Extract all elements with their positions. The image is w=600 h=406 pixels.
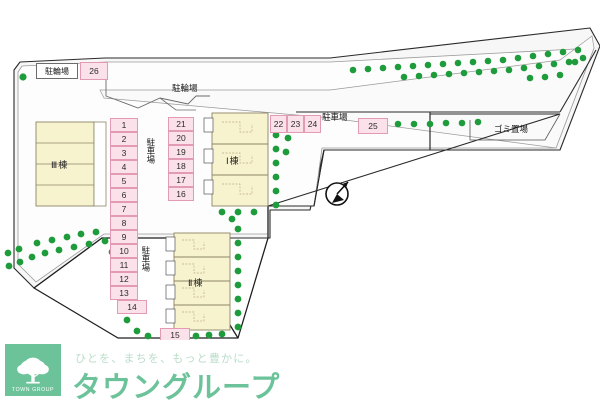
mid-path-edge2 [159,97,196,111]
parking-stall-23[interactable]: 23 [287,115,304,133]
parking-stall-12[interactable]: 12 [110,272,138,286]
parking-stall-19[interactable]: 19 [168,145,194,159]
building-label-II: Ⅱ棟 [188,277,204,288]
parking-stall-18[interactable]: 18 [168,159,194,173]
town-group-logo: TOWN GROUP [5,344,61,396]
parking-stall-7[interactable]: 7 [110,202,138,216]
parking-stall-16[interactable]: 16 [168,187,194,201]
parking-stall-10[interactable]: 10 [110,244,138,258]
parking-stall-5[interactable]: 5 [110,174,138,188]
brand-name: タウングループ [72,370,281,404]
parking-stall-2[interactable]: 2 [110,132,138,146]
parking-label-north: 駐車場 [322,112,348,122]
parking-stall-15[interactable]: 15 [160,328,190,340]
parking-stall-8[interactable]: 8 [110,216,138,230]
footer-branding: TOWN GROUP ひとを、まちを、もっと豊かに。 タウングループ [0,340,600,404]
tagline: ひとを、まちを、もっと豊かに。 [75,352,258,365]
building-group-II [165,232,231,331]
bicycle-parking-west: 駐輪場 [36,63,78,79]
parking-stall-22[interactable]: 22 [270,115,287,133]
garbage-parcel-edge [469,113,561,141]
east-upper-boundary [296,111,431,207]
parking-stall-17[interactable]: 17 [168,173,194,187]
parking-stall-13[interactable]: 13 [110,286,138,300]
north-arrow-icon [322,176,356,210]
logo-text: TOWN GROUP [11,387,55,393]
parking-stall-25[interactable]: 25 [358,118,388,134]
northeast-road-edge2 [559,49,597,113]
parking-label-lower: 駐車場 [140,246,151,272]
parking-stall-1[interactable]: 1 [110,118,138,132]
parking-label-upper: 駐車場 [145,138,156,164]
parking-stall-11[interactable]: 11 [110,258,138,272]
bicycle-parking-mid: 駐輪場 [172,83,198,93]
building-group-III [35,121,107,207]
parking-stall-26[interactable]: 26 [80,62,108,80]
parking-stall-3[interactable]: 3 [110,146,138,160]
parking-stall-6[interactable]: 6 [110,188,138,202]
east-boundary-line [237,206,269,339]
building-label-III: Ⅲ棟 [51,160,69,170]
parking-stall-20[interactable]: 20 [168,131,194,145]
tree-dots [4,46,587,340]
site-map-vector [4,27,600,340]
garbage-area: ゴミ置場 [494,124,529,134]
building-label-I: Ⅰ棟 [226,155,240,166]
parking-stall-4[interactable]: 4 [110,160,138,174]
parking-stall-9[interactable]: 9 [110,230,138,244]
parking-stall-21[interactable]: 21 [168,117,194,131]
tree-icon [17,357,49,384]
parking-stall-14[interactable]: 14 [117,300,147,314]
north-green-band [99,35,595,149]
parking-stall-24[interactable]: 24 [304,115,321,133]
building-group-I [203,112,269,207]
